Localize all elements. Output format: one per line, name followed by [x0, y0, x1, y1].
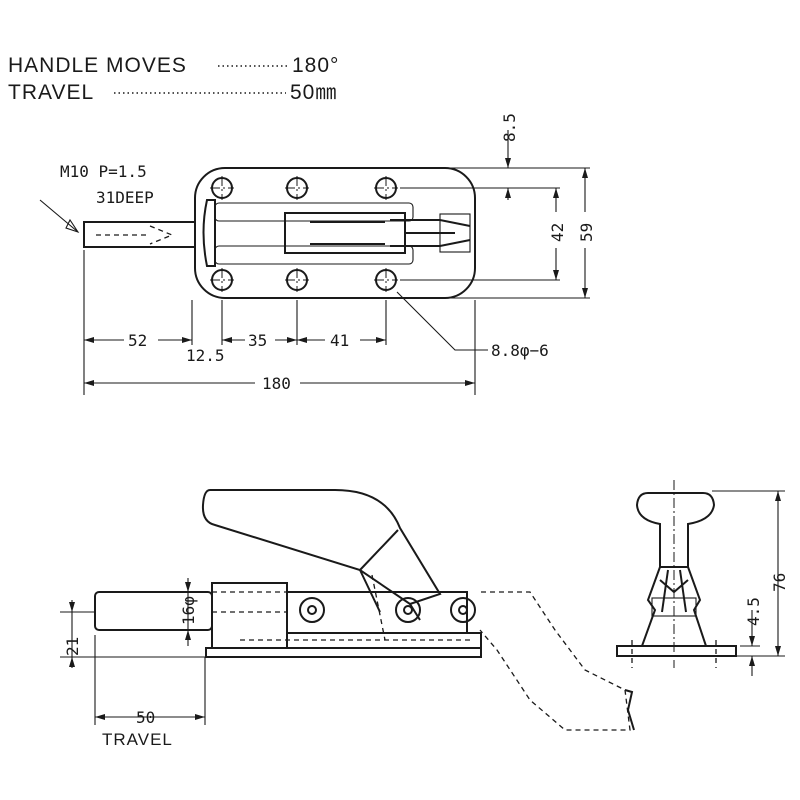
pivot-pin [458, 605, 468, 615]
dim-plunger-diameter: 16φ [179, 596, 198, 625]
pivot-pin [307, 605, 317, 615]
plunger-fork [390, 219, 471, 247]
hidden-lines [212, 574, 470, 641]
extension-lines [400, 167, 590, 299]
break-line [624, 689, 635, 731]
pivot-pin [299, 597, 325, 623]
dim-travel: 50 [136, 708, 155, 727]
plunger-guide-block [211, 582, 288, 649]
handle-moves-value: 180° [292, 54, 339, 77]
leader-arrow [65, 218, 80, 234]
mounting-holes [210, 176, 398, 292]
thread-leader [39, 199, 79, 233]
dim-base-thickness: 4.5 [744, 597, 763, 626]
pivot-pin [403, 605, 413, 615]
pivot-pin [450, 597, 476, 623]
dim-total-height: 76 [770, 573, 789, 592]
dim-plunger-length: 52 [128, 331, 147, 350]
dim-top-offset: 8.5 [500, 113, 519, 142]
travel-value: 50㎜ [290, 81, 337, 104]
travel-label: TRAVEL [8, 81, 94, 104]
pivot-pin [395, 597, 421, 623]
lower-guide [214, 245, 414, 265]
thread-hidden-lines [96, 225, 174, 245]
side-base-plate [205, 647, 482, 658]
side-dimension-lines [60, 578, 206, 725]
handle-grip [201, 489, 442, 606]
end-dimension-arrows [749, 491, 781, 666]
dimension-arrows [84, 158, 588, 386]
dimension-lines [84, 339, 475, 384]
dimension-lines [507, 130, 586, 298]
extension-lines [83, 250, 476, 395]
plunger-housing [284, 212, 406, 254]
dim-base-width: 59 [577, 223, 596, 242]
end-view-hidden [631, 640, 717, 668]
end-view: 76 4.5 [616, 480, 789, 676]
side-dimension-arrows [69, 582, 205, 720]
top-view: M10 P=1.5 31DEEP 52 12.5 35 41 180 8.8φ−… [39, 113, 596, 395]
travel-caption: TRAVEL [102, 730, 173, 749]
handle-knob [635, 492, 716, 568]
spec-header: HANDLE MOVES 180° TRAVEL 50㎜ [8, 54, 339, 104]
dim-overall-length: 180 [262, 374, 291, 393]
dim-hole-pitch-2: 41 [330, 331, 349, 350]
handle-moves-label: HANDLE MOVES [8, 54, 187, 77]
plunger-rod [83, 221, 196, 248]
end-view-base [616, 645, 737, 657]
dim-edge-offset: 12.5 [186, 346, 225, 365]
hole-centerlines [210, 176, 398, 292]
handle-knuckle [202, 199, 216, 267]
side-plunger [94, 591, 213, 631]
thread-depth-label: 31DEEP [96, 188, 154, 207]
dim-hole-spacing: 42 [548, 223, 567, 242]
fork-slot [439, 213, 471, 253]
hole-callout: 8.8φ−6 [491, 341, 549, 360]
hole-leader [396, 291, 488, 351]
dim-hole-pitch-1: 35 [248, 331, 267, 350]
thread-spec-label: M10 P=1.5 [60, 162, 147, 181]
phantom-handle-position [479, 591, 631, 731]
side-view: 21 16φ 50 TRAVEL [60, 489, 635, 749]
handle-joint [359, 529, 399, 571]
end-dimension-lines [712, 490, 785, 676]
dim-height: 21 [63, 637, 82, 656]
